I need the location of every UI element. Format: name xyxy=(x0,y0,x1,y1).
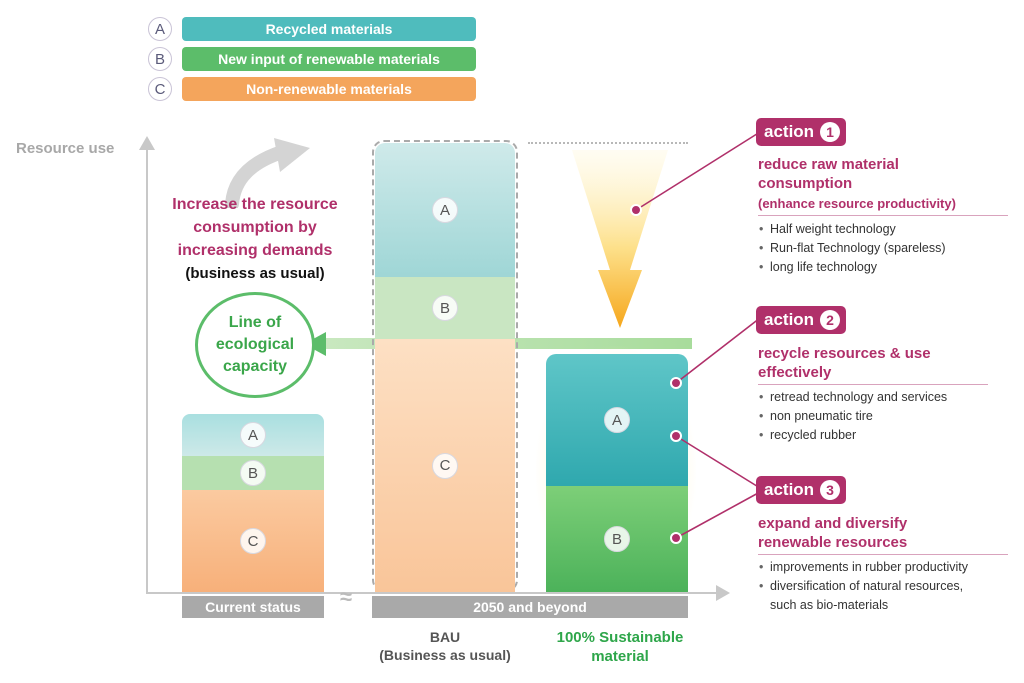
scenario-sustainable-label: 100% Sustainable material xyxy=(530,628,710,666)
action-title-line: expand and diversify xyxy=(758,515,908,532)
curved-arrow-icon xyxy=(225,138,310,208)
bau-bar-segment-b: B xyxy=(375,277,515,339)
category-current-status: Current status xyxy=(182,596,324,618)
ecological-capacity-circle: Line of ecological capacity xyxy=(195,292,315,398)
action-3-divider xyxy=(758,554,1008,555)
legend-item-renewable: B New input of renewable materials xyxy=(148,46,476,72)
increase-note-line: consumption by xyxy=(193,219,317,236)
axis-break-icon: ≈ xyxy=(340,584,353,609)
reduction-arrow-icon xyxy=(572,150,668,328)
bau-bar-segment-c: C xyxy=(375,339,515,592)
ecological-label-line: Line of xyxy=(228,314,282,331)
bullet-item: Run-flat Technology (spareless) xyxy=(758,239,946,258)
segment-letter: A xyxy=(432,197,458,223)
category-2050: 2050 and beyond xyxy=(372,596,688,618)
action-1-subtitle: (enhance resource productivity) xyxy=(758,196,956,211)
scenario-label-line: 100% Sustainable xyxy=(556,629,684,646)
legend-label: Recycled materials xyxy=(182,17,476,41)
legend-item-nonrenewable: C Non-renewable materials xyxy=(148,76,476,102)
y-axis-arrow-icon xyxy=(139,136,155,150)
current-bar-segment-a: A xyxy=(182,414,324,456)
bullet-item: retread technology and services xyxy=(758,388,947,407)
y-axis xyxy=(146,148,148,594)
action-2-bullets: retread technology and services non pneu… xyxy=(758,388,947,445)
legend-letter: C xyxy=(148,77,172,101)
segment-letter: C xyxy=(432,452,458,479)
segment-letter: B xyxy=(432,295,458,321)
legend-label: New input of renewable materials xyxy=(182,47,476,71)
action-2-divider xyxy=(758,384,988,385)
action-2-title: recycle resources & use effectively xyxy=(758,344,931,382)
segment-letter: B xyxy=(604,526,630,552)
legend-letter: B xyxy=(148,47,172,71)
legend-label: Non-renewable materials xyxy=(182,77,476,101)
legend-item-recycled: A Recycled materials xyxy=(148,16,476,42)
segment-letter: A xyxy=(604,407,630,433)
ecological-pointer-icon xyxy=(304,332,326,356)
sustainable-bar-segment-a: A xyxy=(546,354,688,486)
bullet-item: such as bio-materials xyxy=(770,598,889,612)
increase-note-line: increasing demands xyxy=(177,242,333,259)
action-badge-label: action xyxy=(764,310,815,329)
current-bar-segment-b: B xyxy=(182,456,324,490)
x-axis-arrow-icon xyxy=(716,585,730,601)
ecological-label-line: ecological xyxy=(215,336,295,353)
bau-level-dotted-line xyxy=(528,142,688,144)
x-axis xyxy=(146,592,720,594)
bau-bar-segment-a: A xyxy=(375,143,515,277)
sustainable-bar-segment-b: B xyxy=(546,486,688,592)
bullet-item: long life technology xyxy=(758,258,946,277)
y-axis-label: Resource use xyxy=(16,140,115,157)
current-bar-segment-c: C xyxy=(182,490,324,592)
action-2-dot xyxy=(670,377,682,389)
action-1-badge: action 1 xyxy=(756,118,847,146)
action-badge-label: action xyxy=(764,122,815,141)
increase-note: Increase the resource consumption by inc… xyxy=(140,193,370,285)
bullet-item: recycled rubber xyxy=(758,426,947,445)
action-title-line: renewable resources xyxy=(758,534,908,551)
increase-note-line: Increase the resource xyxy=(172,196,338,213)
action-title-line: recycle resources & use xyxy=(758,345,931,362)
increase-note-line: (business as usual) xyxy=(185,265,325,282)
bullet-item: improvements in rubber productivity xyxy=(758,558,968,577)
bullet-item: non pneumatic tire xyxy=(758,407,947,426)
scenario-label-line: (Business as usual) xyxy=(379,647,511,663)
action-3-dot xyxy=(670,532,682,544)
segment-letter: A xyxy=(240,422,266,448)
scenario-bau-label: BAU (Business as usual) xyxy=(370,628,520,664)
action-3-bullets: improvements in rubber productivity dive… xyxy=(758,558,968,615)
segment-letter: C xyxy=(240,528,266,554)
action-badge-label: action xyxy=(764,480,815,499)
action-number: 1 xyxy=(820,122,841,142)
action-1-dot xyxy=(630,204,642,216)
action-1-divider xyxy=(758,215,1008,216)
action-number: 3 xyxy=(820,480,841,500)
legend-letter: A xyxy=(148,17,172,41)
action-3-dot xyxy=(670,430,682,442)
action-2-badge: action 2 xyxy=(756,306,847,334)
action-title-line: consumption xyxy=(758,175,853,192)
action-3-title: expand and diversify renewable resources xyxy=(758,514,907,552)
action-3-badge: action 3 xyxy=(756,476,847,504)
scenario-label-line: BAU xyxy=(429,629,461,645)
bullet-item: diversification of natural resources, xyxy=(758,577,968,596)
scenario-label-line: material xyxy=(591,648,649,665)
action-1-bullets: Half weight technology Run-flat Technolo… xyxy=(758,220,946,277)
bullet-item: Half weight technology xyxy=(758,220,946,239)
action-1-title: reduce raw material consumption xyxy=(758,155,899,193)
segment-letter: B xyxy=(240,460,266,486)
action-number: 2 xyxy=(820,310,841,330)
action-title-line: reduce raw material xyxy=(758,156,899,173)
action-title-line: effectively xyxy=(758,364,832,381)
ecological-label-line: capacity xyxy=(222,358,288,375)
